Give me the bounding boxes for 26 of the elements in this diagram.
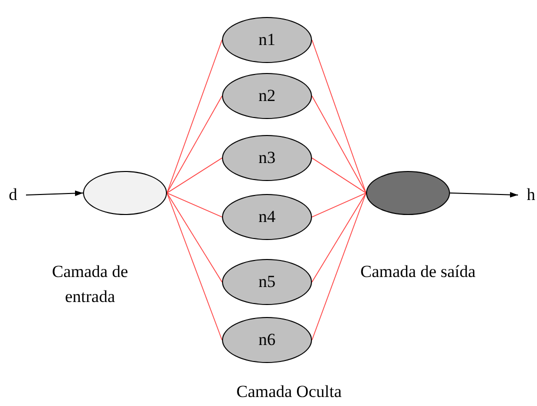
connection-line xyxy=(166,192,222,218)
connection-line xyxy=(166,192,222,282)
connection-line xyxy=(166,96,222,194)
neuron-label: n2 xyxy=(258,86,276,106)
layer-neuron-ellipse xyxy=(366,171,450,215)
arrow xyxy=(26,190,84,196)
connection-line xyxy=(312,40,366,194)
layer-caption: Camada Oculta xyxy=(235,381,343,403)
connection-line xyxy=(312,192,366,282)
neuron-label: n5 xyxy=(258,272,276,292)
neuron-label: n1 xyxy=(258,30,276,50)
layer-caption: Camada de entrada xyxy=(51,261,129,308)
connection-line xyxy=(312,96,366,194)
connection-line xyxy=(166,158,222,194)
connection-line xyxy=(166,40,222,194)
connection-line xyxy=(312,192,366,218)
neuron-label: n4 xyxy=(258,207,276,227)
connection-line xyxy=(166,192,222,340)
connection-line xyxy=(312,192,366,340)
connection-line xyxy=(312,158,366,194)
layer-caption: Camada de saída xyxy=(359,261,477,283)
variable-label: h xyxy=(524,184,537,206)
arrow xyxy=(450,192,518,198)
neuron-label: n6 xyxy=(258,330,276,350)
neuron-label: n3 xyxy=(258,148,276,168)
variable-label: d xyxy=(6,184,20,206)
